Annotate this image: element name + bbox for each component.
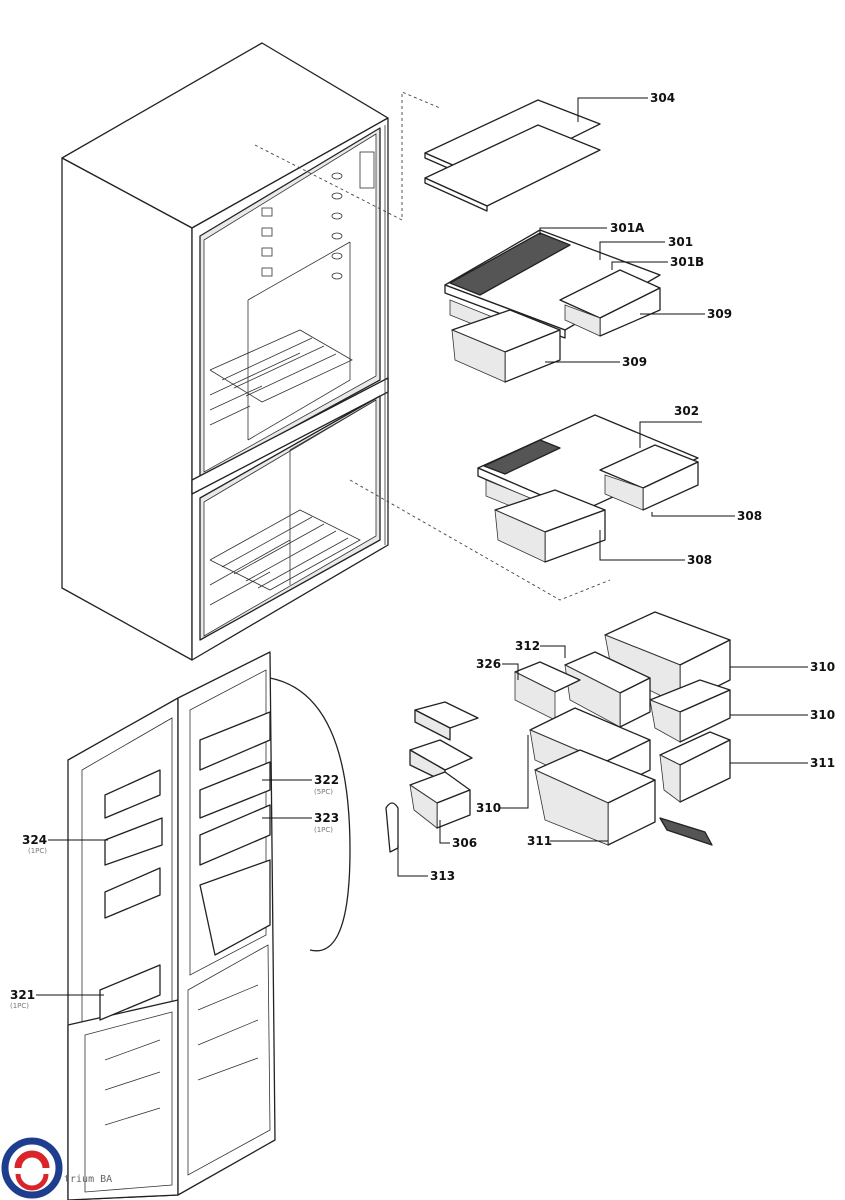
part-label-301a: 301A (610, 221, 645, 235)
part-label-313: 313 (430, 869, 455, 883)
part-label-323: 323 (314, 811, 339, 825)
part-label-324: 324 (22, 833, 47, 847)
guide-line-drawers (349, 479, 611, 601)
part-label-326: 326 (476, 657, 501, 671)
part-label-311-right: 311 (810, 756, 835, 770)
part-label-309-left: 309 (622, 355, 647, 369)
qty-label-323: (1PC) (314, 826, 333, 834)
watermark-text: trium BA (64, 1174, 112, 1185)
fridge-cabinet (61, 42, 389, 661)
guide-line-shelves (254, 91, 441, 221)
part-labels: 304 301A 301 301B 309 309 302 308 308 31… (10, 91, 835, 1010)
part-label-301b: 301B (670, 255, 704, 269)
shelf-assembly-302 (477, 414, 699, 563)
part-label-321: 321 (10, 988, 35, 1002)
part-label-306: 306 (452, 836, 477, 850)
part-label-308-left: 308 (687, 553, 712, 567)
qty-label-322: (5PC) (314, 788, 333, 796)
shelf-assembly-301 (444, 229, 661, 383)
part-label-302: 302 (674, 404, 699, 418)
part-label-322: 322 (314, 773, 339, 787)
fridge-doors (67, 651, 351, 1200)
part-label-309-right: 309 (707, 307, 732, 321)
part-label-304: 304 (650, 91, 675, 105)
qty-label-324: (1PC) (28, 847, 47, 855)
glass-shelves (424, 99, 601, 212)
part-label-310-left: 310 (476, 801, 501, 815)
ice-maker-parts (385, 701, 479, 853)
qty-label-321: (1PC) (10, 1002, 29, 1010)
part-label-308-right: 308 (737, 509, 762, 523)
part-label-301: 301 (668, 235, 693, 249)
part-label-310-top: 310 (810, 660, 835, 674)
leader-lines (36, 97, 808, 996)
part-label-312: 312 (515, 639, 540, 653)
watermark-logo: trium BA (1, 1137, 112, 1199)
part-label-311-front: 311 (527, 834, 552, 848)
part-label-310-middle: 310 (810, 708, 835, 722)
crisper-drawers (514, 611, 731, 846)
